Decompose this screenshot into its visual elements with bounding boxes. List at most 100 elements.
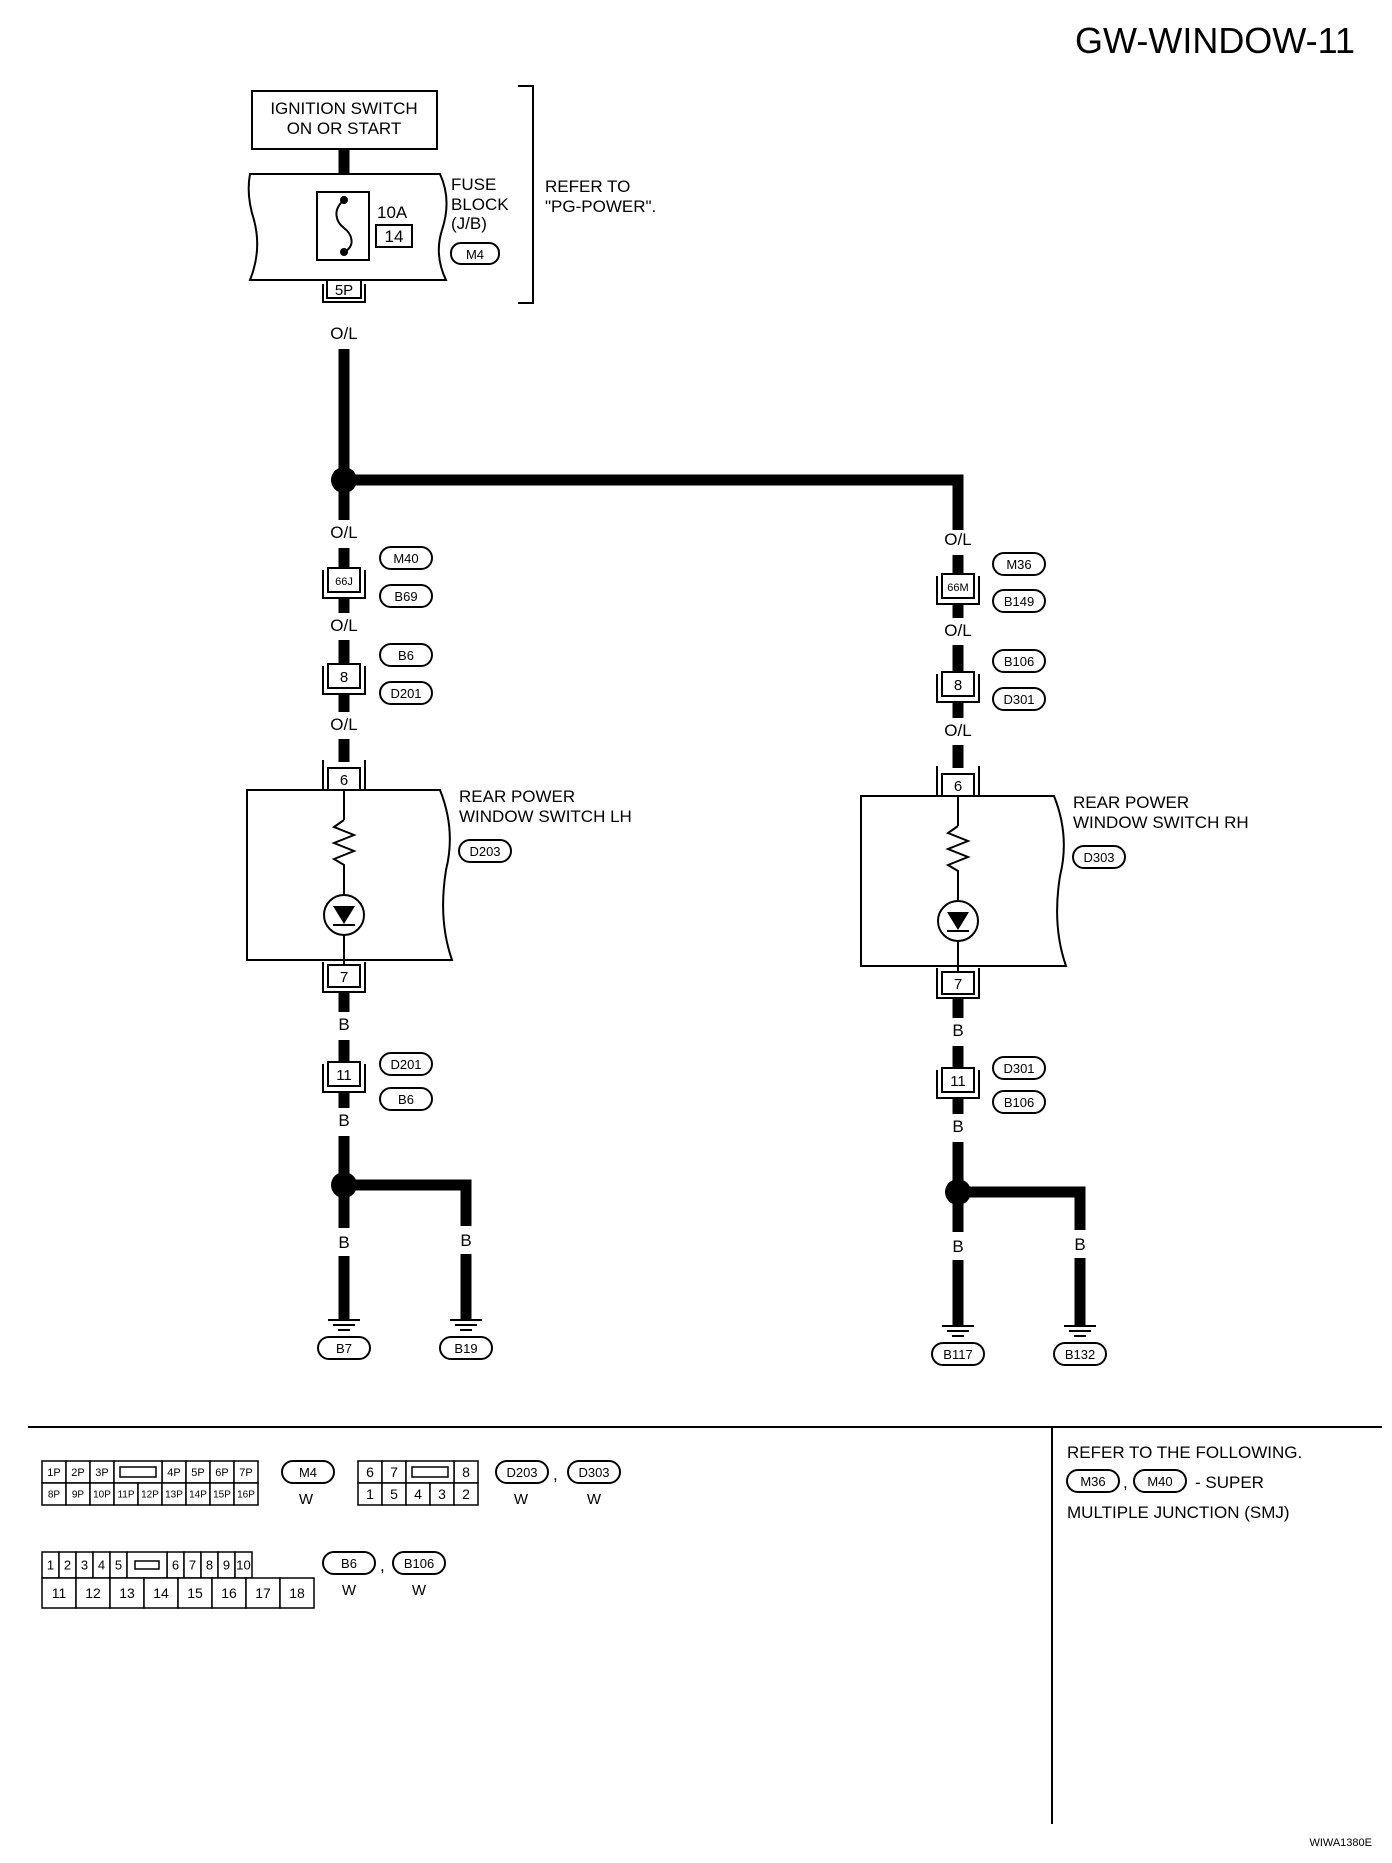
- joint2-right-pin: 8: [954, 677, 962, 694]
- wire-color-b-2: B: [338, 1111, 349, 1130]
- legend-m4-pin: 11P: [117, 1490, 134, 1501]
- left-switch-connector: D203: [469, 844, 500, 859]
- legend-d-pin: 5: [390, 1486, 398, 1502]
- joint3-right-pin: 11: [950, 1073, 966, 1090]
- joint3-left-pin: 11: [336, 1067, 352, 1084]
- refer-box-code-1: M36: [1080, 1474, 1105, 1489]
- fuse-block-connector-badge: [450, 242, 500, 265]
- left-switch-label-1: REAR POWER: [459, 787, 575, 806]
- ground-right-2: B132: [1065, 1347, 1095, 1362]
- legend-b-pin: 16: [221, 1585, 237, 1601]
- legend-m4-pin: 7P: [239, 1467, 252, 1479]
- wire-color-ol-4: O/L: [330, 715, 357, 734]
- ignition-label-line1: IGNITION SWITCH: [270, 99, 417, 118]
- legend-m4-pin: 9P: [72, 1490, 85, 1501]
- right-switch-label-1: REAR POWER: [1073, 793, 1189, 812]
- right-resistor-icon: [945, 825, 971, 901]
- joint3-right-top: D301: [1003, 1061, 1034, 1076]
- joint1-right-top: M36: [1006, 557, 1031, 572]
- ignition-label-line2: ON OR START: [287, 119, 402, 138]
- legend-d-pin: 2: [462, 1486, 470, 1502]
- wire-color-ol-6: O/L: [944, 621, 971, 640]
- fuse-rating: 10A: [377, 203, 408, 222]
- joint-66j-box: [327, 567, 361, 593]
- legend-d-pin: 8: [462, 1464, 470, 1480]
- legend-d-pin: 6: [366, 1464, 374, 1480]
- joint1-right-bottom: B149: [1004, 594, 1034, 609]
- ground-icon-b7: [328, 1319, 360, 1331]
- legend-m4-pin: 5P: [191, 1467, 204, 1479]
- legend-b-pin: 3: [81, 1558, 88, 1573]
- legend-b-pin: 14: [153, 1585, 169, 1601]
- joint1-right-pin: 66M: [947, 582, 968, 594]
- legend-m4-color: W: [299, 1491, 314, 1508]
- fuse-block-label-1: FUSE: [451, 175, 496, 194]
- left-switch-pin-in: 6: [340, 772, 348, 789]
- legend-b-pin: 11: [52, 1585, 67, 1601]
- legend-b-pin: 4: [98, 1558, 105, 1573]
- legend-comma-1: ,: [553, 1465, 558, 1484]
- refer-box-line1: REFER TO THE FOLLOWING.: [1067, 1443, 1302, 1462]
- refer-text-1: REFER TO: [545, 177, 630, 196]
- legend-d-pin: 7: [390, 1464, 398, 1480]
- legend-b-pin: 2: [64, 1558, 71, 1573]
- wire-color-ol-7: O/L: [944, 721, 971, 740]
- joint3-left-bottom: B6: [398, 1092, 414, 1107]
- refer-box-comma: ,: [1123, 1473, 1128, 1492]
- wire-to-right-branch: [344, 474, 964, 530]
- ground-left-1: B7: [336, 1341, 352, 1356]
- left-switch-pin-out: 7: [340, 969, 348, 986]
- ground-icon-b19: [450, 1319, 482, 1331]
- legend-b-pin: 7: [189, 1558, 196, 1573]
- fuse-icon: [335, 199, 353, 253]
- legend-d-color-1: W: [514, 1491, 529, 1508]
- fuse-block-outline: [247, 173, 448, 281]
- fuse-number-box: [375, 224, 413, 248]
- wire-color-b-6: B: [952, 1117, 963, 1136]
- legend-b-pin: 12: [85, 1585, 101, 1601]
- refer-text-2: "PG-POWER".: [545, 197, 656, 216]
- right-switch-connector: D303: [1083, 850, 1114, 865]
- refer-bracket: [518, 85, 534, 304]
- legend-b-color-1: W: [342, 1582, 357, 1599]
- legend-b-pin: 9: [223, 1558, 230, 1573]
- fuse-block-connector: M4: [466, 247, 484, 262]
- legend-m4-pin: 13P: [165, 1490, 183, 1501]
- legend-m4-pin: 3P: [95, 1467, 108, 1479]
- legend-m4-pin: 10P: [93, 1490, 111, 1501]
- legend-b-pin: 6: [172, 1558, 179, 1573]
- joint1-left-bottom: B69: [394, 589, 417, 604]
- joint3-left-top: D201: [390, 1057, 421, 1072]
- legend-b-pin: 1: [47, 1558, 54, 1573]
- wire-color-ol-1: O/L: [330, 324, 357, 343]
- legend-m4-pin: 6P: [215, 1467, 228, 1479]
- page-title: GW-WINDOW-11: [1075, 20, 1355, 61]
- legend-b-pin: 5: [115, 1558, 122, 1573]
- legend-m4-code: M4: [299, 1465, 317, 1480]
- legend-b-pin: 18: [289, 1585, 305, 1601]
- joint1-left-top: M40: [393, 551, 418, 566]
- fuse-block-label-2: BLOCK: [451, 195, 509, 214]
- refer-box-line2: - SUPER: [1195, 1473, 1264, 1492]
- ground-icon-b117: [942, 1325, 974, 1337]
- legend-b-code-1: B6: [341, 1556, 357, 1571]
- legend-d-pin: 4: [414, 1486, 422, 1502]
- legend-d-code-1: D203: [506, 1465, 537, 1480]
- legend-m4-pin: 12P: [141, 1490, 159, 1501]
- ground-right-1: B117: [943, 1347, 972, 1362]
- joint2-left-pin: 8: [340, 669, 348, 686]
- left-switch-label-2: WINDOW SWITCH LH: [459, 807, 632, 826]
- legend-b-pin: 10: [236, 1558, 250, 1573]
- pin-5p-label: 5P: [335, 282, 353, 299]
- joint3-right-bottom: B106: [1004, 1095, 1034, 1110]
- legend-d-code-2: D303: [578, 1465, 609, 1480]
- refer-box-line3: MULTIPLE JUNCTION (SMJ): [1067, 1503, 1290, 1522]
- wire-color-b-7: B: [952, 1237, 963, 1256]
- legend-m4-pin: 16P: [237, 1490, 255, 1501]
- legend-comma-2: ,: [380, 1556, 385, 1575]
- ignition-switch-box: [251, 90, 438, 150]
